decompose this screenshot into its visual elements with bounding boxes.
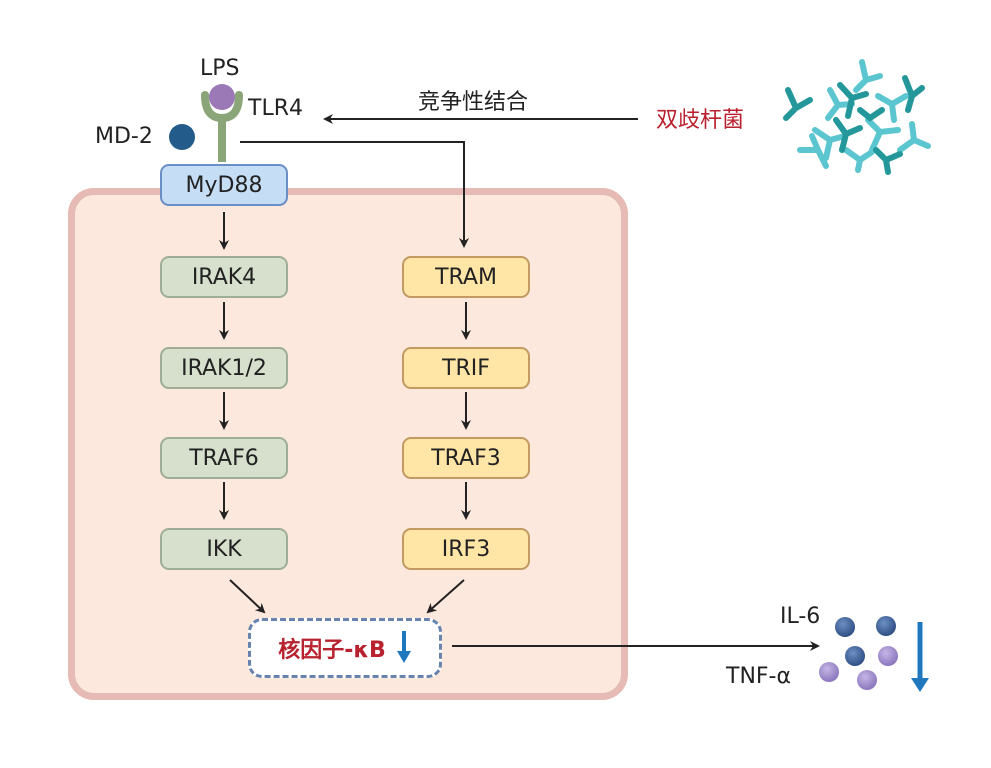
tram-node-label: TRAM — [435, 264, 497, 290]
md2-label: MD-2 — [95, 124, 153, 149]
trif-node-label: TRIF — [442, 355, 490, 381]
bifidobacterium-label: 双歧杆菌 — [656, 108, 745, 133]
irak4-node-label: IRAK4 — [191, 264, 257, 290]
ikk-node-label: IKK — [206, 536, 242, 562]
nfkb-decrease-arrow-icon — [396, 631, 411, 663]
myd88-node: MyD88 — [160, 164, 288, 206]
competitive-binding-label: 竞争性结合 — [418, 90, 529, 115]
traf3-node: TRAF3 — [402, 437, 530, 479]
lps-molecule-icon — [209, 84, 235, 110]
ikk-node: IKK — [160, 528, 288, 570]
nfkb-label: 核因子-κB — [278, 638, 386, 663]
arrow-irf3-nfkb — [426, 579, 465, 614]
tnf-alpha-molecules-icon — [819, 646, 898, 690]
irf3-node: IRF3 — [402, 528, 530, 570]
trif-node: TRIF — [402, 347, 530, 389]
irak12-node: IRAK1/2 — [160, 347, 288, 389]
irak12-node-label: IRAK1/2 — [181, 355, 267, 381]
myd88-node-label: MyD88 — [185, 172, 263, 198]
arrow-ikk-nfkb — [229, 579, 266, 614]
tnf-alpha-label: TNF-α — [726, 664, 791, 689]
il6-label: IL-6 — [780, 604, 821, 629]
nfkb-node: 核因子-κB — [248, 618, 442, 678]
md2-molecule-icon — [169, 124, 195, 150]
tlr4-label: TLR4 — [248, 96, 303, 121]
cytokine-decrease-arrow-icon — [911, 622, 929, 692]
traf3-node-label: TRAF3 — [431, 445, 501, 471]
tlr4-to-tram-arrow — [240, 141, 469, 248]
traf6-node: TRAF6 — [160, 437, 288, 479]
lps-label: LPS — [200, 56, 240, 81]
bifidobacterium-icon — [783, 59, 931, 175]
tlr4-receptor-icon — [201, 91, 243, 162]
il6-molecules-icon — [835, 616, 896, 666]
tram-node: TRAM — [402, 256, 530, 298]
traf6-node-label: TRAF6 — [189, 445, 259, 471]
irak4-node: IRAK4 — [160, 256, 288, 298]
irf3-node-label: IRF3 — [441, 536, 491, 562]
